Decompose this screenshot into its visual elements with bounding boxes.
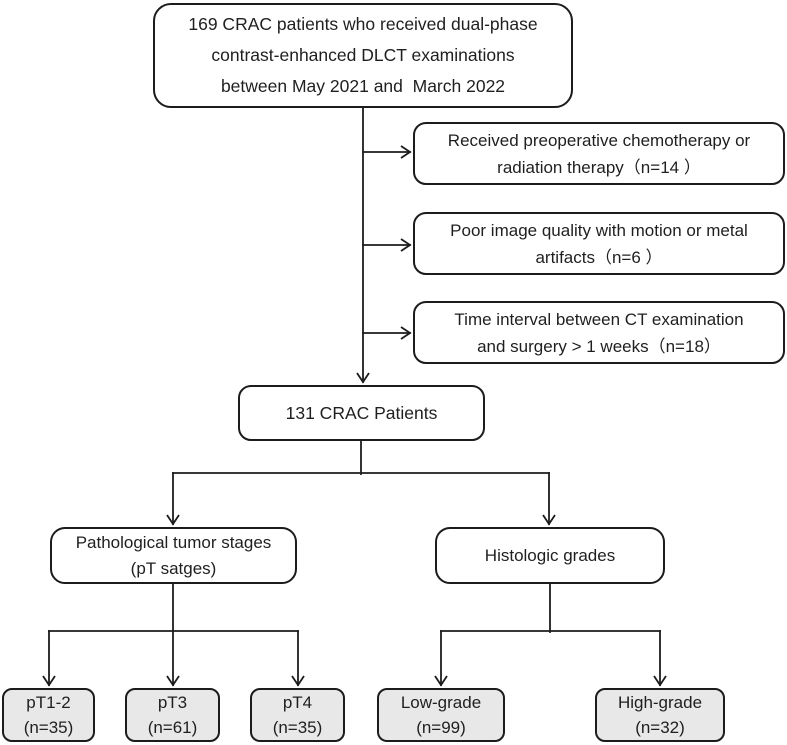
node-text-line: pT3 bbox=[157, 693, 188, 712]
node-pt-stage-group: Pathological tumor stages (pT satges) bbox=[50, 527, 297, 584]
node-text-line: contrast-enhanced DLCT examinations bbox=[211, 45, 515, 65]
node-final-cohort: 131 CRAC Patients bbox=[238, 385, 485, 441]
node-histologic-grade-group: Histologic grades bbox=[435, 527, 665, 584]
node-text-line: 169 CRAC patients who received dual-phas… bbox=[188, 14, 538, 34]
node-text-line: 131 CRAC Patients bbox=[285, 402, 438, 423]
node-exclusion-artifacts: Poor image quality with motion or metal … bbox=[413, 212, 785, 275]
node-text-line: (n=35) bbox=[272, 718, 323, 737]
node-text-line: pT1-2 bbox=[26, 693, 71, 712]
node-pt4: pT4 (n=35) bbox=[250, 688, 345, 742]
node-high-grade: High-grade (n=32) bbox=[595, 688, 725, 742]
node-text-line: artifacts（n=6 ） bbox=[535, 247, 663, 267]
node-initial-cohort: 169 CRAC patients who received dual-phas… bbox=[153, 3, 573, 108]
node-text-line: Time interval between CT examination bbox=[454, 309, 744, 329]
node-low-grade: Low-grade (n=99) bbox=[377, 688, 505, 742]
node-exclusion-chemoradiation: Received preoperative chemotherapy or ra… bbox=[413, 122, 785, 185]
node-text-line: Histologic grades bbox=[484, 545, 616, 565]
node-text-line: (n=32) bbox=[635, 718, 685, 737]
node-text-line: (pT satges) bbox=[130, 558, 217, 578]
node-text-line: (n=61) bbox=[147, 718, 198, 737]
node-text-line: High-grade bbox=[617, 693, 703, 712]
node-text-line: Poor image quality with motion or metal bbox=[450, 220, 748, 240]
node-pt3: pT3 (n=61) bbox=[125, 688, 220, 742]
node-text-line: between May 2021 and March 2022 bbox=[220, 76, 506, 96]
node-text-line: Received preoperative chemotherapy or bbox=[447, 130, 751, 150]
node-pt1-2: pT1-2 (n=35) bbox=[2, 688, 95, 742]
node-text-line: Pathological tumor stages bbox=[75, 532, 272, 552]
node-text-line: (n=35) bbox=[23, 718, 74, 737]
node-text-line: Low-grade bbox=[400, 693, 482, 712]
node-text-line: pT4 bbox=[282, 693, 313, 712]
node-exclusion-time-interval: Time interval between CT examination and… bbox=[413, 301, 785, 364]
node-text-line: (n=99) bbox=[416, 718, 466, 737]
node-text-line: and surgery > 1 weeks（n=18） bbox=[477, 336, 721, 356]
node-text-line: radiation therapy（n=14 ） bbox=[497, 157, 701, 177]
